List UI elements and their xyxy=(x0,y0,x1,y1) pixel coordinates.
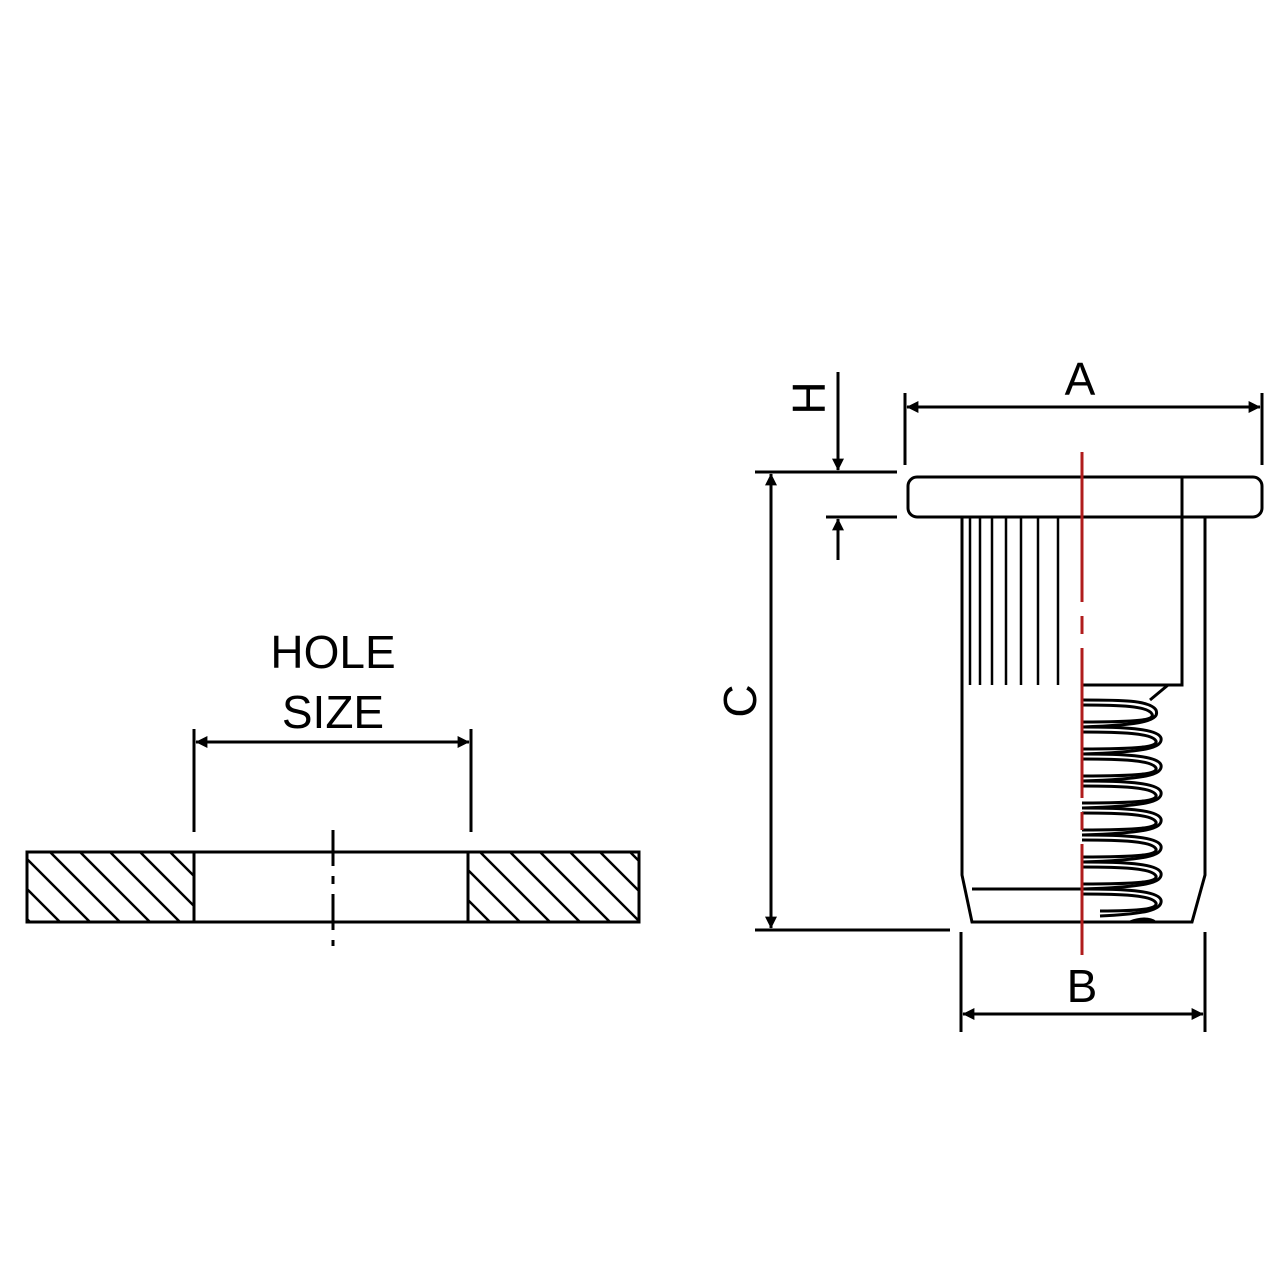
hole-size-label-line1: HOLE xyxy=(270,626,395,678)
dim-b-label: B xyxy=(1067,960,1098,1012)
internal-bore xyxy=(1082,477,1184,687)
plate-hatching-right xyxy=(468,852,639,922)
hole-size-view xyxy=(25,729,641,946)
dim-h-label: H xyxy=(783,381,835,414)
rivet-nut-view xyxy=(755,372,1264,1032)
internal-threads xyxy=(1081,683,1173,924)
plate-hatching-left xyxy=(27,852,194,922)
hole-size-label-line2: SIZE xyxy=(282,686,384,738)
dim-a-label: A xyxy=(1065,353,1096,405)
rivet-nut-flange xyxy=(906,475,1264,519)
knurl-lines xyxy=(968,517,1060,685)
dim-c-label: C xyxy=(714,684,766,717)
